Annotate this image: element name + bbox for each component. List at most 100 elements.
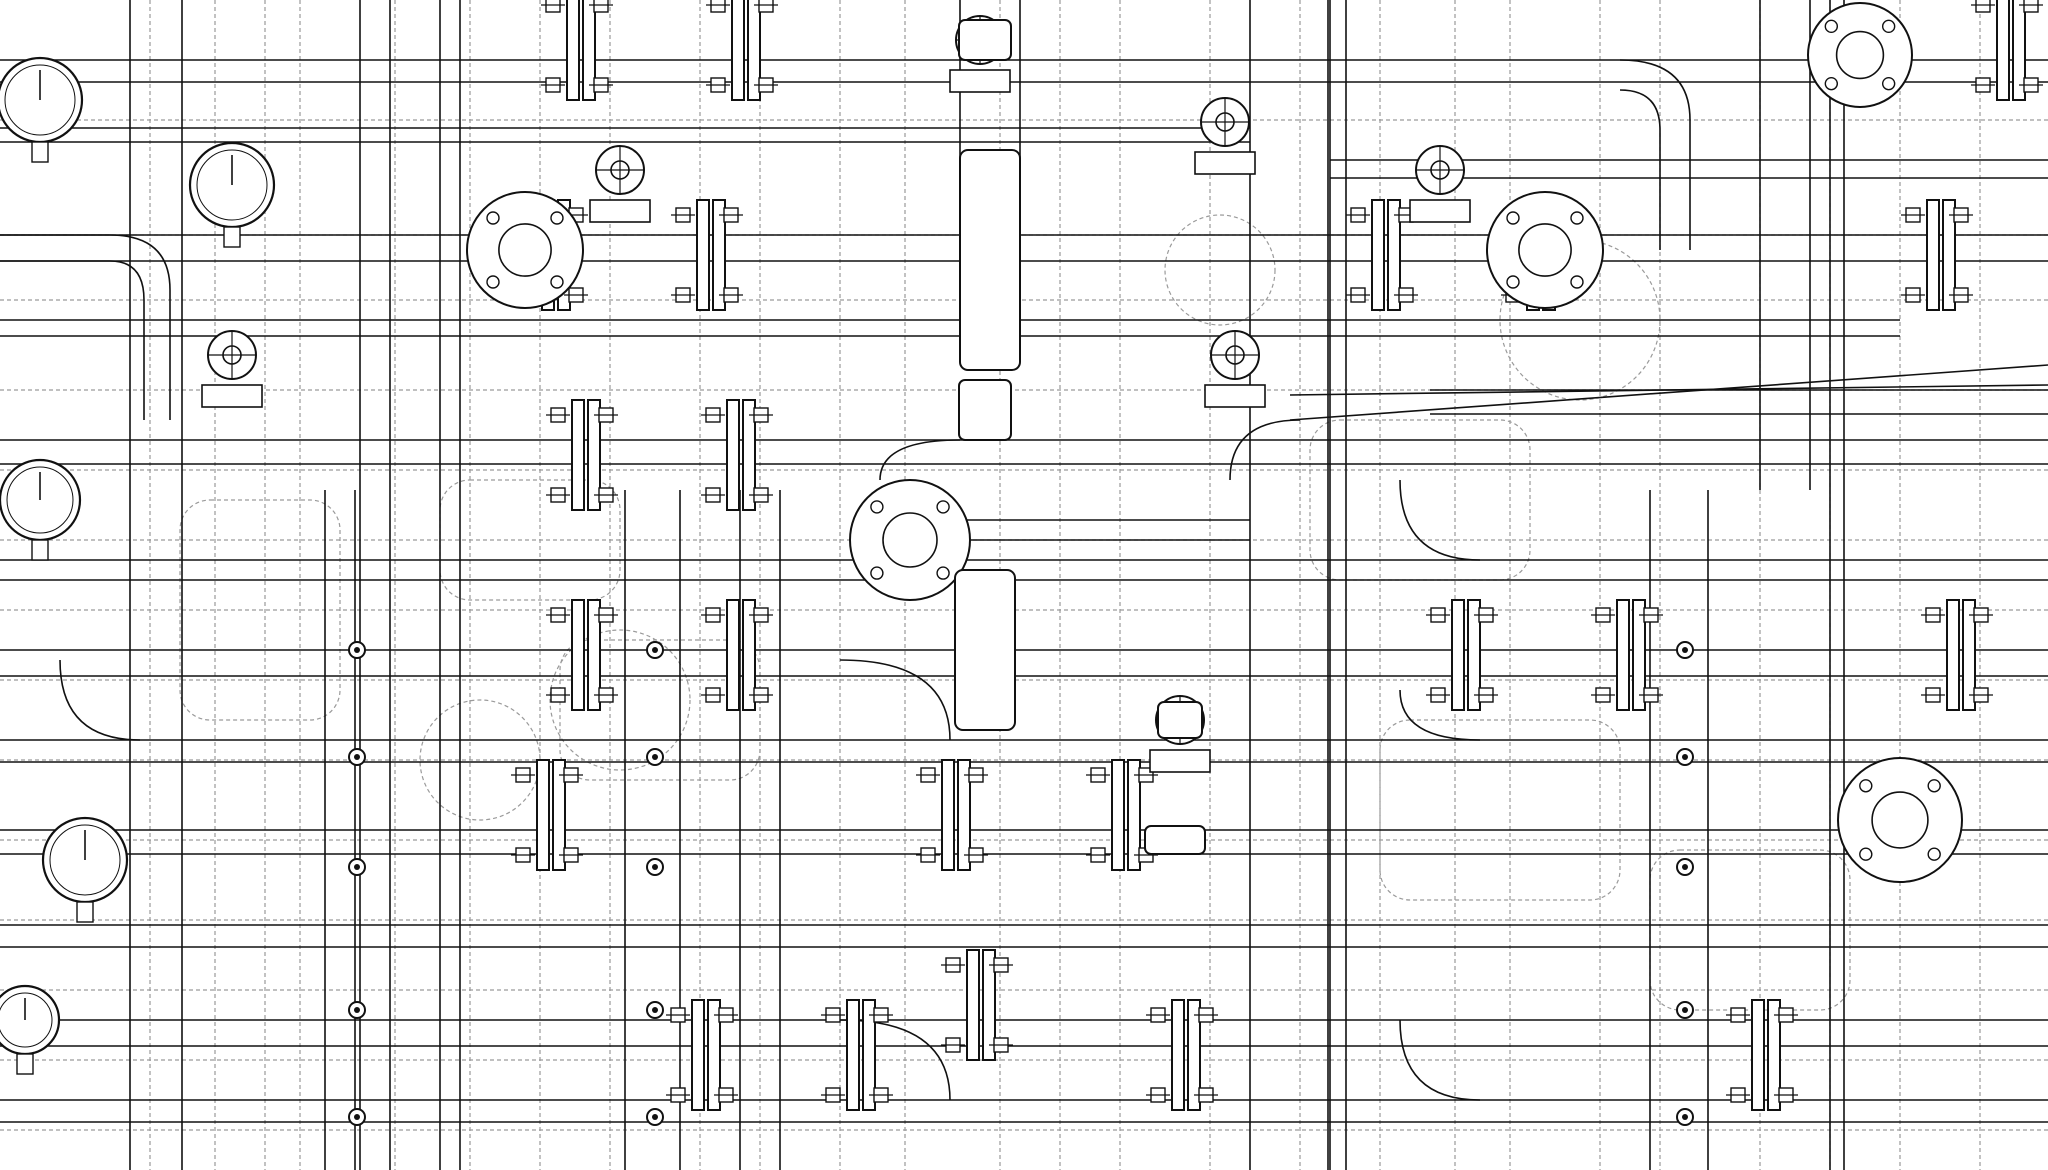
flange-plate-right bbox=[582, 0, 596, 101]
flange-icon bbox=[916, 759, 988, 871]
valve-icon bbox=[589, 145, 651, 223]
dip-rod bbox=[1289, 364, 2048, 421]
flange-icon bbox=[701, 599, 773, 711]
flange-plate-left bbox=[726, 399, 740, 511]
flange-plate-left bbox=[1946, 599, 1960, 711]
valve-body bbox=[949, 69, 1011, 93]
flange-plate-right bbox=[712, 199, 726, 311]
gauge-face bbox=[4, 64, 76, 136]
flange-plate-left bbox=[571, 399, 585, 511]
bolt-center bbox=[354, 1114, 360, 1120]
pipe-elbow bbox=[1399, 689, 1481, 741]
flange-plate-left bbox=[691, 999, 705, 1111]
pipe-elbow bbox=[1229, 419, 1301, 481]
flange-plate-right bbox=[1632, 599, 1646, 711]
flange-plate-right bbox=[1467, 599, 1481, 711]
hidden-pipe-outline bbox=[1379, 719, 1621, 901]
bolt-center bbox=[652, 864, 658, 870]
gauge-face bbox=[49, 824, 121, 896]
flange-plate-left bbox=[1451, 599, 1465, 711]
flange-plate-left bbox=[571, 599, 585, 711]
round-flange-bolt-hole bbox=[1824, 19, 1839, 34]
round-flange-group bbox=[466, 2, 1963, 883]
gauge-stem bbox=[16, 1053, 34, 1075]
flange-icon bbox=[1426, 599, 1498, 711]
round-flange-icon bbox=[1837, 757, 1963, 883]
valve-icon bbox=[201, 330, 263, 408]
pipe-elbow bbox=[0, 260, 145, 420]
gauge-icon bbox=[0, 56, 84, 163]
transmitter-housing bbox=[1157, 701, 1203, 739]
transmitter-housing bbox=[958, 379, 1012, 441]
flange-plate-left bbox=[566, 0, 580, 101]
flange-icon bbox=[541, 0, 613, 101]
flange-plate-right bbox=[1767, 999, 1781, 1111]
flange-icon bbox=[941, 949, 1013, 1061]
round-flange-bolt-hole bbox=[936, 566, 950, 580]
flange-plate-right bbox=[1127, 759, 1141, 871]
round-flange-icon bbox=[466, 191, 584, 309]
flange-nut bbox=[593, 0, 609, 13]
pipe-elbow bbox=[1399, 479, 1481, 561]
flange-plate-right bbox=[982, 949, 996, 1061]
round-flange-rim bbox=[466, 191, 584, 309]
round-flange-bolt-hole bbox=[486, 275, 500, 289]
flange-plate-left bbox=[536, 759, 550, 871]
flange-plate-left bbox=[1111, 759, 1125, 871]
gauge-stem bbox=[76, 901, 94, 923]
flange-plate-left bbox=[1996, 0, 2010, 101]
bolt-center bbox=[652, 1007, 658, 1013]
gauge-bezel bbox=[0, 984, 61, 1056]
dip-rod bbox=[1289, 384, 2048, 396]
bolt-center bbox=[354, 864, 360, 870]
flange-plate-right bbox=[1962, 599, 1976, 711]
valve-icon bbox=[1204, 330, 1266, 408]
hidden-round-outline bbox=[549, 629, 691, 771]
gauge-face bbox=[6, 466, 74, 534]
flange-plate-left bbox=[1926, 199, 1940, 311]
round-flange-icon bbox=[1807, 2, 1913, 108]
flange-icon bbox=[1921, 599, 1993, 711]
flange-nut bbox=[2023, 0, 2039, 13]
round-flange-bore bbox=[882, 512, 938, 568]
flange-plate-right bbox=[552, 759, 566, 871]
valve-icon bbox=[1194, 97, 1256, 175]
flange-plate-left bbox=[941, 759, 955, 871]
flange-icon bbox=[546, 599, 618, 711]
flange-plate-left bbox=[696, 199, 710, 311]
bolt-center bbox=[1682, 647, 1688, 653]
round-flange-bolt-hole bbox=[1570, 275, 1584, 289]
valve-body bbox=[1149, 749, 1211, 773]
hidden-round-outline bbox=[1164, 214, 1276, 326]
round-flange-icon bbox=[1486, 191, 1604, 309]
valve-group bbox=[201, 15, 1471, 773]
flange-icon bbox=[1591, 599, 1663, 711]
bolt-center bbox=[652, 647, 658, 653]
hidden-pipe-outline bbox=[179, 499, 341, 721]
flange-plate-right bbox=[1942, 199, 1956, 311]
round-flange-bolt-hole bbox=[550, 275, 564, 289]
valve-body bbox=[1204, 384, 1266, 408]
flange-icon bbox=[1346, 199, 1418, 311]
flange-plate-right bbox=[742, 599, 756, 711]
bolt-group bbox=[348, 641, 1694, 1126]
transmitter-housing bbox=[958, 19, 1012, 61]
pipe-elbow bbox=[0, 234, 171, 420]
bolt-center bbox=[652, 754, 658, 760]
round-flange-rim bbox=[1807, 2, 1913, 108]
flange-icon bbox=[1901, 199, 1973, 311]
flange-plate-right bbox=[2012, 0, 2026, 101]
round-flange-bolt-hole bbox=[1506, 275, 1520, 289]
flange-nut bbox=[1975, 0, 1991, 13]
flange-icon bbox=[546, 399, 618, 511]
pipe-elbow bbox=[1619, 59, 1691, 250]
sight-glass-column bbox=[959, 149, 1021, 371]
round-flange-bolt-hole bbox=[870, 500, 884, 514]
vertical-pipes bbox=[129, 0, 1845, 1170]
pipe-elbow bbox=[1399, 1019, 1481, 1101]
flange-plate-left bbox=[966, 949, 980, 1061]
round-flange-bolt-hole bbox=[1881, 76, 1896, 91]
bolt-center bbox=[1682, 864, 1688, 870]
hidden-pipe-outline bbox=[1649, 849, 1851, 1011]
transmitter-housing bbox=[1144, 825, 1206, 855]
